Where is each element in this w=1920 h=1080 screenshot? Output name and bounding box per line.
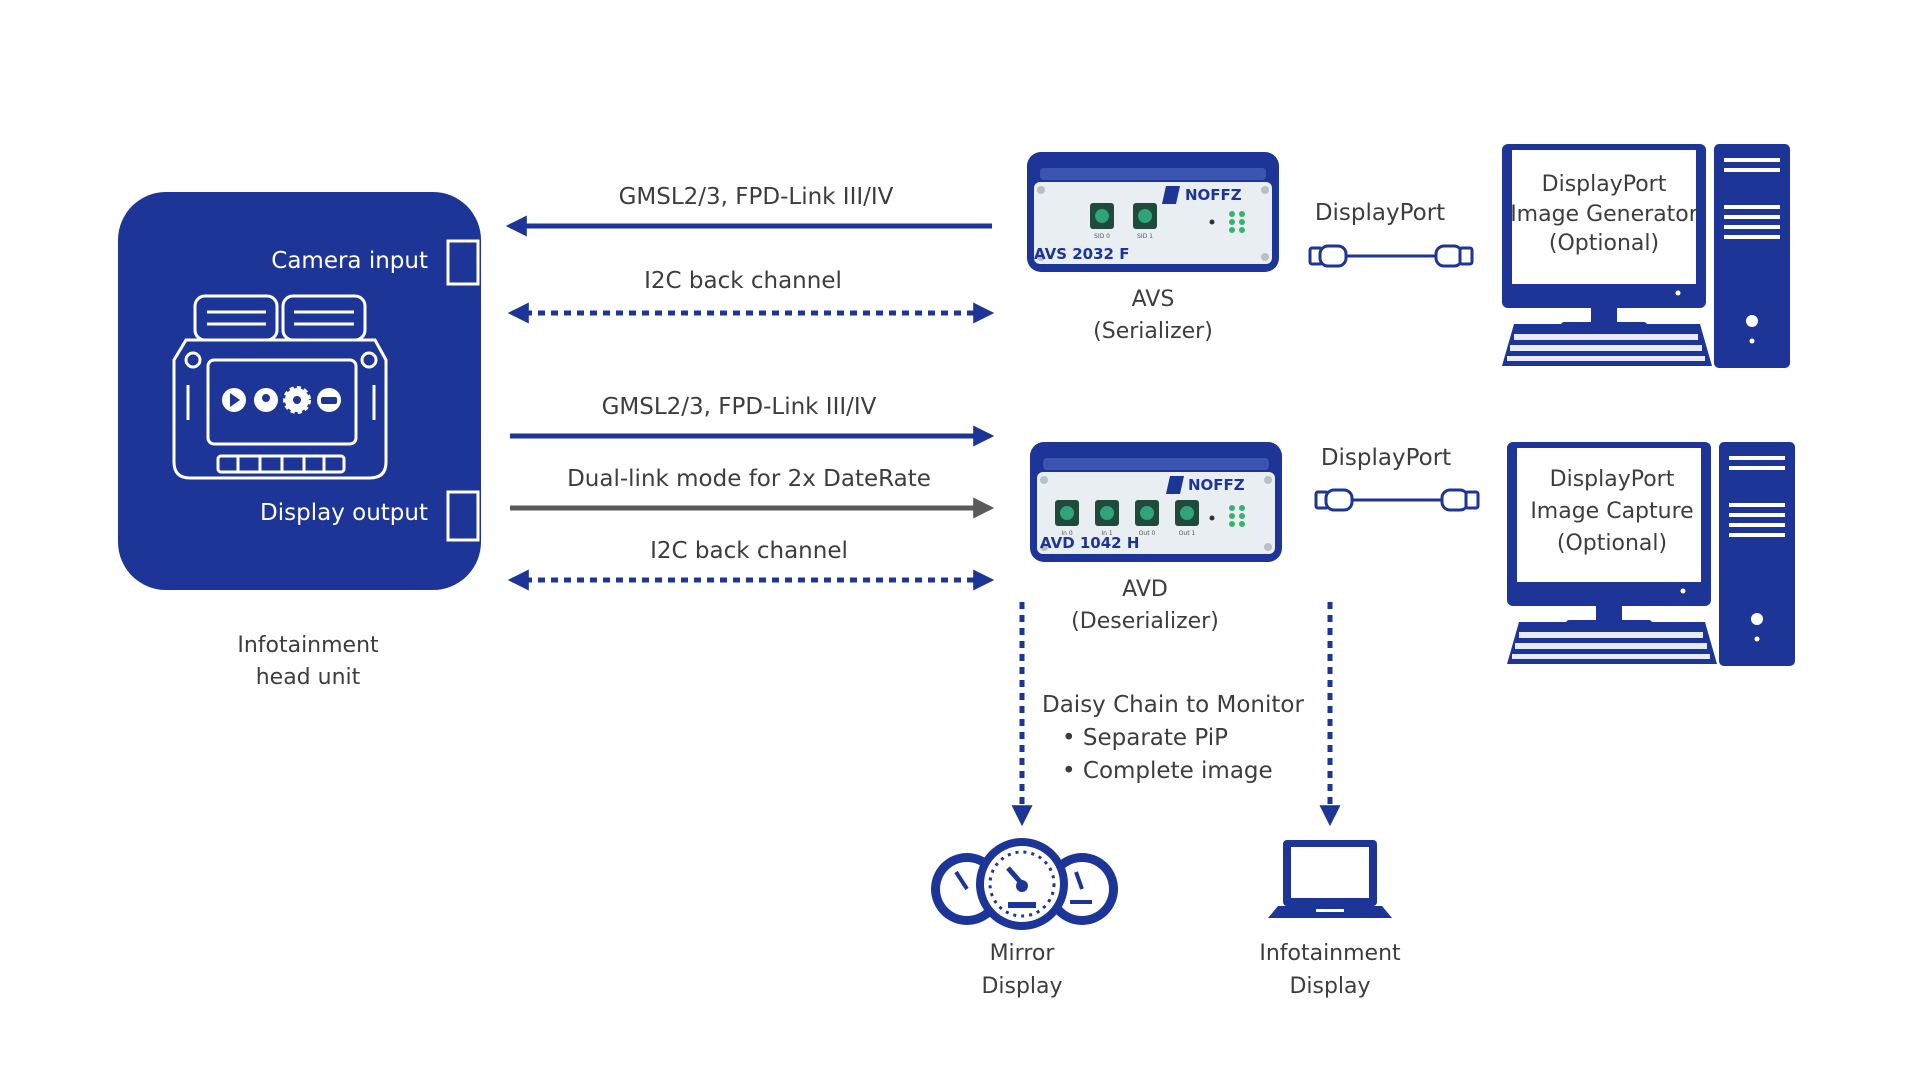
keyboard-icon	[1502, 324, 1712, 366]
avs-role: (Serializer)	[1093, 319, 1213, 344]
head-unit-caption-line2: head unit	[256, 665, 361, 690]
monitor-icon	[1507, 442, 1711, 630]
avd-port-in1: In 1	[1095, 500, 1119, 537]
avd-role: (Deserializer)	[1071, 609, 1219, 634]
svg-text:SID 0: SID 0	[1094, 233, 1110, 240]
car-icon	[317, 388, 341, 412]
daisy-bullet-1: • Separate PiP	[1062, 725, 1228, 751]
avd-port-out1: Out 1	[1175, 500, 1199, 537]
laptop-icon	[1268, 840, 1392, 918]
gear-icon	[283, 386, 311, 414]
svg-text:Out 0: Out 0	[1139, 530, 1156, 537]
display-output-label: Display output	[260, 500, 428, 526]
mirror-display-line2: Display	[981, 974, 1062, 999]
pc-top-line3: (Optional)	[1549, 231, 1659, 256]
svg-text:SID 1: SID 1	[1137, 233, 1153, 240]
display-output-port	[446, 490, 480, 542]
avs-port-sid1: SID 1	[1133, 203, 1157, 240]
pc-top-line2: Image Generator	[1510, 202, 1699, 227]
avs-port-sid0: SID 0	[1090, 203, 1114, 240]
status-leds-icon	[1229, 505, 1245, 527]
camera-input-port	[446, 239, 480, 286]
displayport-bottom-label: DisplayPort	[1321, 445, 1451, 471]
bottom-links: GMSL2/3, FPD-Link III/IV Dual-link mode …	[507, 394, 995, 591]
location-pin-icon	[254, 388, 278, 412]
svg-text:NOFFZ: NOFFZ	[1188, 476, 1245, 494]
top-i2c-label: I2C back channel	[644, 268, 842, 294]
pc-top-line1: DisplayPort	[1542, 172, 1667, 197]
tower-icon	[1714, 144, 1790, 368]
svg-text:In 1: In 1	[1101, 530, 1112, 537]
noffz-logo-icon: NOFFZ	[1166, 476, 1245, 494]
avs-device: SID 0 SID 1 NOFFZ AVS 2032 F AVS (Serial…	[1027, 152, 1279, 344]
daisy-chain-title: Daisy Chain to Monitor	[1042, 692, 1304, 718]
displayport-top-label: DisplayPort	[1315, 200, 1445, 226]
tower-icon	[1719, 442, 1795, 666]
gauge-cluster-icon	[931, 838, 1118, 930]
pc-bottom-line2: Image Capture	[1530, 499, 1693, 524]
pc-bottom-line1: DisplayPort	[1550, 467, 1675, 492]
head-unit: Camera input Display output	[118, 192, 481, 690]
displayport-cable-icon	[1314, 488, 1480, 512]
daisy-chain: Daisy Chain to Monitor • Separate PiP • …	[1011, 602, 1341, 827]
avd-port-in0: In 0	[1055, 500, 1079, 537]
head-unit-caption-line1: Infotainment	[237, 633, 379, 658]
avd-port-out0: Out 0	[1135, 500, 1159, 537]
bottom-i2c-label: I2C back channel	[650, 538, 848, 564]
mirror-display-line1: Mirror	[990, 941, 1056, 966]
mirror-display: Mirror Display	[931, 838, 1118, 999]
noffz-logo-icon: NOFFZ	[1162, 186, 1242, 204]
avd-device: In 0 In 1 Out 0 Out 1 NOFFZ AVD 1042 H	[1030, 442, 1282, 634]
pc-image-generator: DisplayPort Image Generator (Optional)	[1502, 144, 1790, 368]
infotainment-display: Infotainment Display	[1259, 840, 1401, 999]
pc-image-capture: DisplayPort Image Capture (Optional)	[1507, 442, 1795, 666]
svg-text:Out 1: Out 1	[1179, 530, 1196, 537]
svg-text:NOFFZ: NOFFZ	[1185, 186, 1242, 204]
displayport-cable-bottom: DisplayPort	[1314, 445, 1480, 512]
top-links: GMSL2/3, FPD-Link III/IV I2C back channe…	[505, 184, 995, 324]
avs-name: AVS	[1132, 287, 1175, 312]
svg-text:In 0: In 0	[1061, 530, 1072, 537]
infotainment-display-line2: Display	[1289, 974, 1370, 999]
car-radio-icon	[172, 294, 388, 480]
play-icon	[222, 388, 246, 412]
status-leds-icon	[1229, 211, 1245, 233]
keyboard-icon	[1507, 622, 1717, 664]
avd-model-label: AVD 1042 H	[1040, 534, 1139, 552]
bottom-gmsl-label: GMSL2/3, FPD-Link III/IV	[602, 394, 877, 420]
pc-bottom-line3: (Optional)	[1557, 531, 1667, 556]
displayport-cable-top: DisplayPort	[1308, 200, 1474, 268]
camera-input-label: Camera input	[271, 248, 428, 274]
avd-name: AVD	[1122, 577, 1168, 602]
top-gmsl-label: GMSL2/3, FPD-Link III/IV	[619, 184, 894, 210]
dual-link-label: Dual-link mode for 2x DateRate	[567, 466, 931, 492]
infotainment-display-line1: Infotainment	[1259, 941, 1401, 966]
avs-model-label: AVS 2032 F	[1034, 245, 1129, 263]
daisy-bullet-2: • Complete image	[1062, 758, 1273, 784]
displayport-cable-icon	[1308, 244, 1474, 268]
